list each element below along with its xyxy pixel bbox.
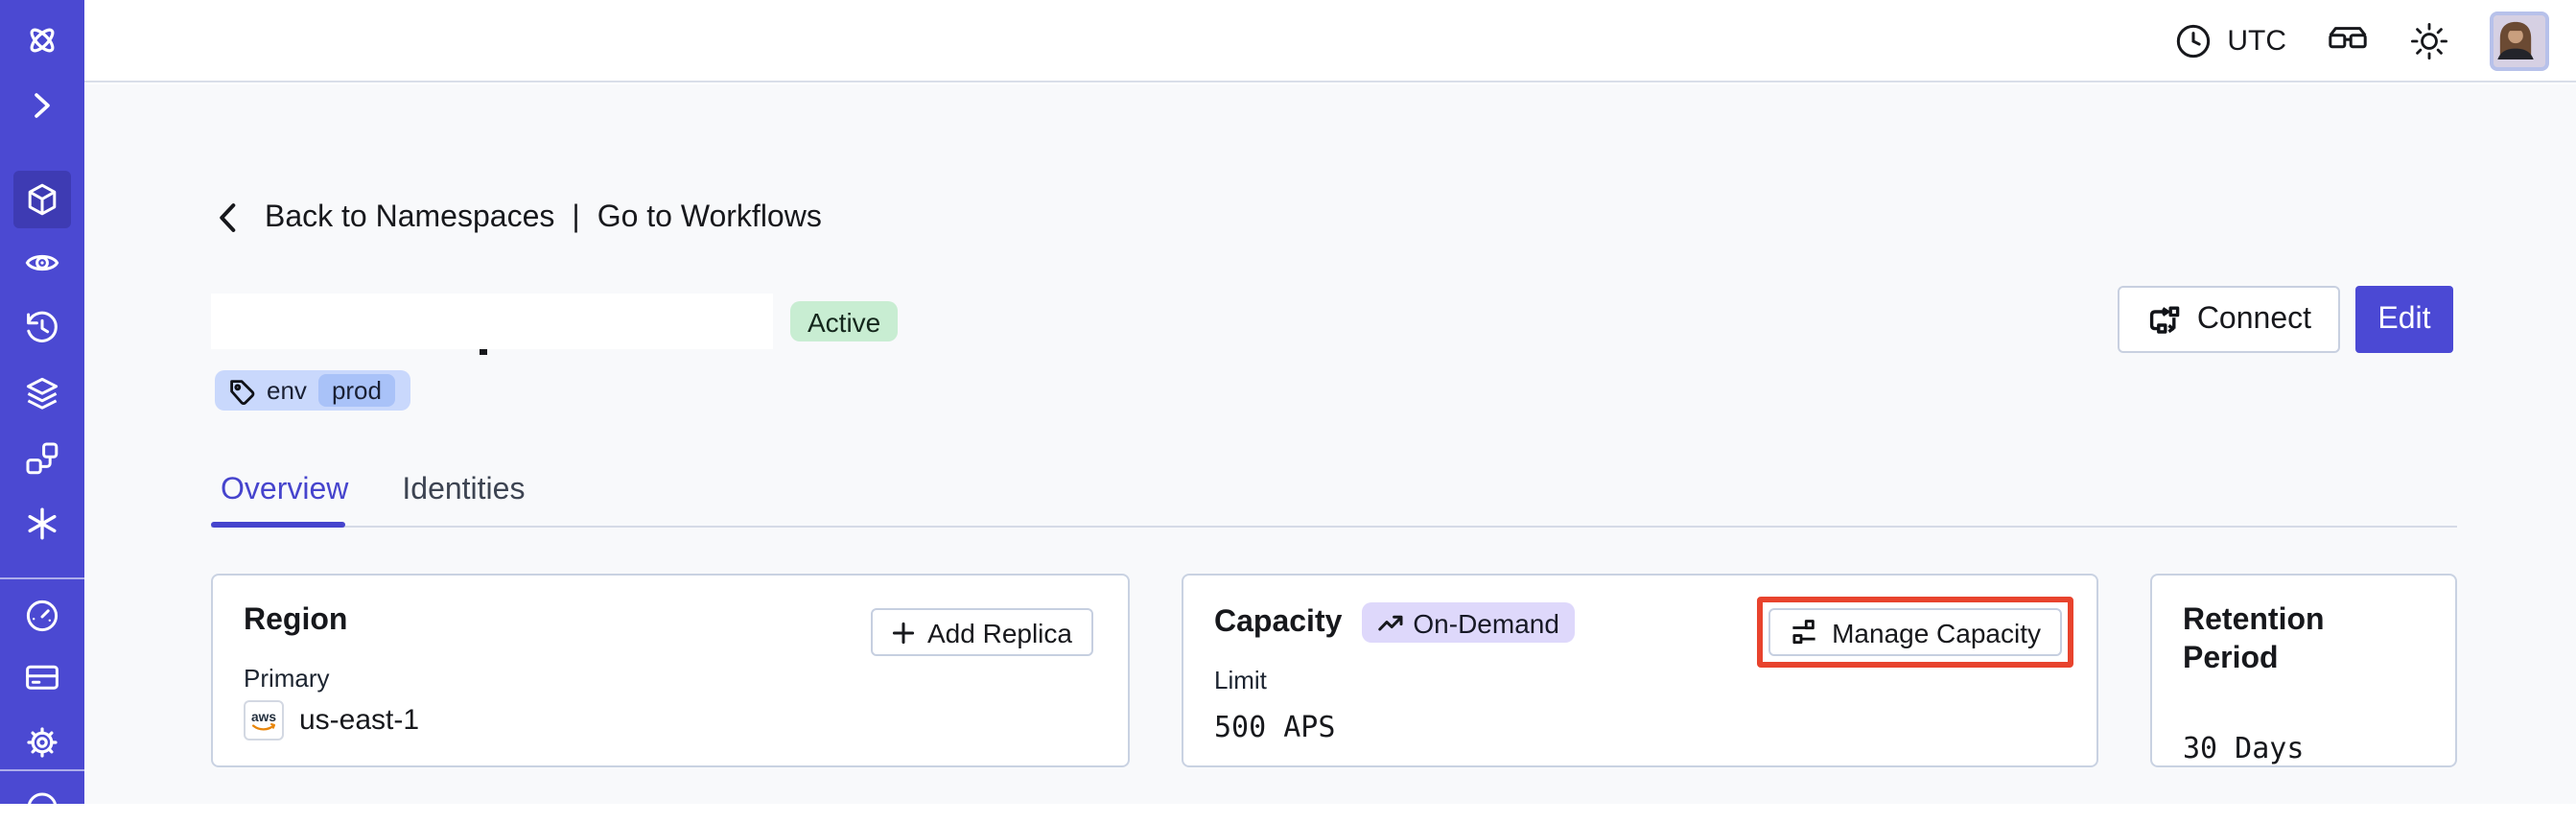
sidebar-item-deployments layers-icon[interactable] [23, 374, 61, 412]
plus-icon [891, 621, 914, 644]
tag-value: prod [317, 374, 395, 407]
retention-value: 30 Days [2183, 731, 2305, 765]
namespace-tag-chip[interactable]: env prod [215, 370, 410, 411]
breadcrumb-back-link[interactable]: Back to Namespaces [265, 200, 555, 233]
tab-bar: Overview Identities [211, 474, 534, 508]
temporal-logo-icon[interactable] [23, 21, 61, 59]
temporal-cloud-app: UTC [0, 0, 2576, 804]
sidebar-item-nexus nexus-asterisk-icon[interactable] [23, 505, 61, 543]
timezone-selector[interactable]: UTC [2173, 20, 2286, 60]
connect-flow-icon [2147, 302, 2182, 337]
connect-button[interactable]: Connect [2118, 286, 2340, 353]
sidebar-divider [0, 769, 84, 771]
sidebar-expand-chevron-right-icon[interactable] [23, 86, 61, 125]
sidebar-item-settings gear-settings-icon[interactable] [23, 723, 61, 762]
sidebar-item-workflows workflow-branch-icon[interactable] [23, 439, 61, 478]
primary-label: Primary [244, 664, 330, 693]
manage-capacity-label: Manage Capacity [1832, 617, 2041, 647]
retention-card: Retention Period 30 Days [2150, 574, 2457, 767]
sidebar-item-insights eye-insights-icon[interactable] [23, 244, 61, 282]
trending-up-icon [1376, 609, 1403, 636]
namespace-title-dot [480, 349, 487, 355]
sidebar-item-usage gauge-usage-icon[interactable] [23, 597, 61, 635]
limit-value: 500 APS [1214, 710, 1336, 744]
sidebar-item-namespaces cube-namespaces-icon[interactable] [23, 180, 61, 219]
sliders-icon [1790, 618, 1818, 647]
limit-label: Limit [1214, 666, 1267, 694]
sidebar-item-support support-circle-icon[interactable] [23, 785, 61, 823]
capacity-card: Capacity On-Demand [1182, 574, 2098, 767]
breadcrumb-workflows-link[interactable]: Go to Workflows [597, 200, 822, 233]
chevron-left-icon[interactable] [211, 200, 247, 236]
on-demand-label: On-Demand [1413, 607, 1559, 638]
on-demand-badge: On-Demand [1361, 602, 1575, 643]
timezone-label: UTC [2227, 24, 2286, 57]
top-bar: UTC [84, 0, 2576, 82]
clock-icon [2173, 20, 2213, 60]
namespace-title-redacted [211, 294, 773, 349]
red-annotation-box: Manage Capacity [1757, 597, 2073, 668]
retention-card-title: Retention Period [2183, 604, 2325, 675]
status-badge: Active [790, 301, 899, 341]
sidebar-item-history history-clock-icon[interactable] [23, 309, 61, 347]
edit-button[interactable]: Edit [2355, 286, 2453, 353]
user-avatar[interactable] [2490, 11, 2549, 70]
labs-glasses-button glasses-icon[interactable] [2327, 19, 2369, 61]
aws-provider-icon: aws [244, 700, 284, 741]
region-card: Region Add Replica Primary aws [211, 574, 1130, 767]
manage-capacity-button[interactable]: Manage Capacity [1768, 608, 2062, 656]
tag-icon [228, 377, 255, 404]
connect-button-label: Connect [2196, 302, 2311, 335]
sidebar-item-billing billing-card-icon[interactable] [23, 658, 61, 696]
svg-text:aws: aws [251, 710, 276, 724]
overview-cards: Region Add Replica Primary aws [211, 574, 2457, 767]
sidebar-divider [0, 577, 84, 579]
add-replica-label: Add Replica [927, 617, 1072, 647]
add-replica-button[interactable]: Add Replica [870, 608, 1093, 656]
tab-overview[interactable]: Overview [221, 474, 349, 506]
tag-key: env [267, 376, 307, 405]
active-tab-underline [211, 522, 345, 528]
capacity-card-title: Capacity [1214, 605, 1343, 638]
tab-identities[interactable]: Identities [402, 474, 526, 506]
main-content: Back to Namespaces | Go to Workflows Act… [84, 84, 2576, 804]
theme-toggle sun-icon[interactable] [2409, 20, 2449, 60]
region-value: us-east-1 [299, 704, 420, 737]
breadcrumb-separator: | [572, 200, 580, 233]
tab-bar-divider [211, 526, 2457, 528]
breadcrumb: Back to Namespaces | Go to Workflows [211, 200, 822, 236]
region-card-title: Region [244, 604, 348, 637]
sidebar [0, 0, 84, 823]
